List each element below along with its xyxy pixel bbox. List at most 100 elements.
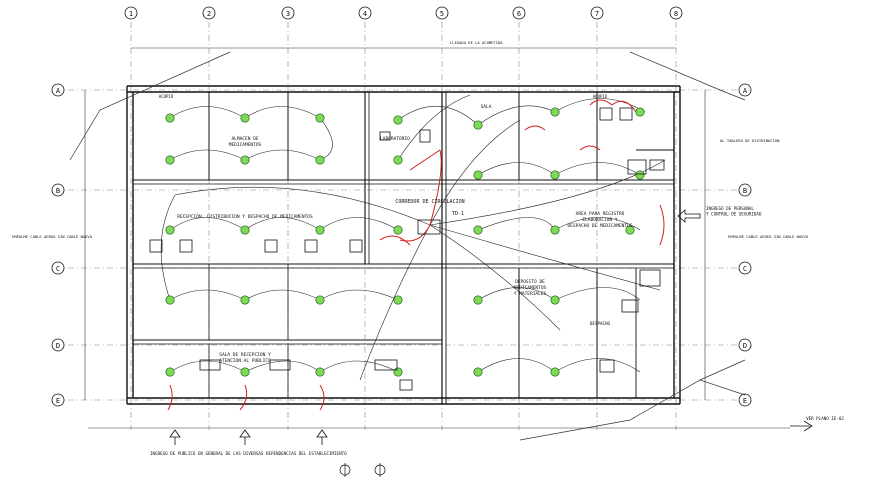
circuit-wire <box>244 289 321 301</box>
circuit-wire <box>477 217 556 231</box>
light-fixture <box>315 225 325 235</box>
circuit-wire <box>429 224 561 331</box>
light-fixture <box>315 155 325 165</box>
axis-bubble <box>124 6 138 20</box>
light-fixture <box>473 225 483 235</box>
circuit-wire <box>169 289 246 301</box>
site-boundary <box>699 379 746 396</box>
room-label: Y MATERIALES <box>514 291 547 297</box>
room-label: DESPACHO <box>590 321 611 326</box>
axis-label: C <box>56 265 60 273</box>
feeder-wire <box>239 384 248 411</box>
feeder-wire <box>409 149 441 171</box>
axis-label: 4 <box>363 10 367 18</box>
axis-label: 3 <box>286 10 290 18</box>
axis-label: A <box>743 87 748 95</box>
labels: ALMACEN DEMEDICAMENTOSACOPIOLABORATORIOA… <box>12 40 844 456</box>
axis-label: 8 <box>674 10 678 18</box>
circuit-wire <box>477 105 556 126</box>
light-fixture <box>393 155 403 165</box>
room-label: ACOPIO <box>593 94 608 99</box>
light-fixture <box>240 113 250 123</box>
light-fixture <box>473 295 483 305</box>
axis-label: D <box>743 342 747 350</box>
circuit-wire <box>244 149 321 161</box>
circuit-wire <box>554 162 641 176</box>
light-fixture <box>473 170 483 180</box>
outlet-box <box>639 269 661 287</box>
axis-bubble <box>358 6 372 20</box>
entry-arrow <box>316 429 328 445</box>
light-fixture <box>625 225 635 235</box>
circuit-wire <box>429 159 666 226</box>
outlet-box <box>599 359 615 373</box>
outlet-box <box>649 159 665 171</box>
circuit-wire <box>169 149 246 161</box>
annotation: TD-1 <box>452 211 464 217</box>
circuit-wire <box>554 358 641 373</box>
room-label: CORREDOR DE CIRCULACION <box>395 199 464 205</box>
outlet-box <box>264 239 278 253</box>
axis-label: A <box>56 87 61 95</box>
circuit-wire <box>397 94 471 161</box>
annotation: AL TABLERO DE DISTRIBUCION <box>720 138 780 143</box>
circuit-wire <box>160 194 176 301</box>
axis-bubble <box>51 83 65 97</box>
annotation: INGRESO DE PUBLICO EN GENERAL DE LAS DIV… <box>150 451 347 456</box>
room-label: ALMACEN DE <box>231 136 258 142</box>
light-fixture <box>635 107 645 117</box>
axis-label: B <box>56 187 60 195</box>
room-label: RECEPCION, DISTRIBUCION Y DESPACHO DE ME… <box>177 214 313 220</box>
room-label: ACOPIO <box>159 94 174 99</box>
circuit-wire <box>429 119 521 226</box>
outlet-box <box>627 159 647 175</box>
entry-arrow <box>239 429 251 445</box>
room-label: MEDICAMENTOS <box>514 285 547 291</box>
light-fixture <box>393 225 403 235</box>
axis-label: E <box>56 397 60 405</box>
site-boundary <box>69 51 231 161</box>
circuit-wire <box>319 289 399 301</box>
outlet-box <box>269 359 291 371</box>
circuit-wire <box>359 224 431 381</box>
light-fixture <box>240 225 250 235</box>
feeder-wire <box>399 224 431 242</box>
circuit-wire <box>554 217 641 231</box>
circuit-wire <box>169 106 246 119</box>
axis-bubble <box>669 6 683 20</box>
room-label: DESPACHO DE MEDICAMENTOS <box>567 223 632 229</box>
axis-bubble <box>512 6 526 20</box>
outlet-box <box>149 239 163 253</box>
light-fixture <box>165 225 175 235</box>
entry-arrow <box>169 429 181 445</box>
feeder-wire <box>589 99 613 106</box>
axis-label: B <box>743 187 747 195</box>
circuit-wire <box>169 360 246 373</box>
outlet-box <box>179 239 193 253</box>
axis-bubble <box>51 338 65 352</box>
entry-arrow <box>677 209 701 223</box>
light-fixture <box>315 113 325 123</box>
outlet-box <box>379 131 391 141</box>
fixtures <box>149 107 813 477</box>
axis-bubble <box>738 338 752 352</box>
light-fixture <box>393 295 403 305</box>
walls <box>69 51 746 441</box>
light-fixture <box>550 367 560 377</box>
room-label: MEDICAMENTOS <box>229 142 262 148</box>
annotation: Y CONTROL DE SEGURIDAD <box>706 212 762 217</box>
outlet-box <box>199 359 221 371</box>
feeder-wire <box>659 204 665 246</box>
outlet-box <box>619 107 633 121</box>
light-fixture <box>550 107 560 117</box>
feeder-wire <box>167 384 173 411</box>
circuit-wire <box>244 217 321 231</box>
annotation: LLEGADA DE LA ACOMETIDA <box>450 40 503 45</box>
annotation: EMPALME CABLE AEREO SIN CABLE NUEVO <box>728 234 809 239</box>
axis-bubble <box>51 261 65 275</box>
room-label: ATENCION AL PUBLICO <box>219 358 271 364</box>
feeder-wire <box>579 145 601 151</box>
outlet-box <box>417 219 441 235</box>
